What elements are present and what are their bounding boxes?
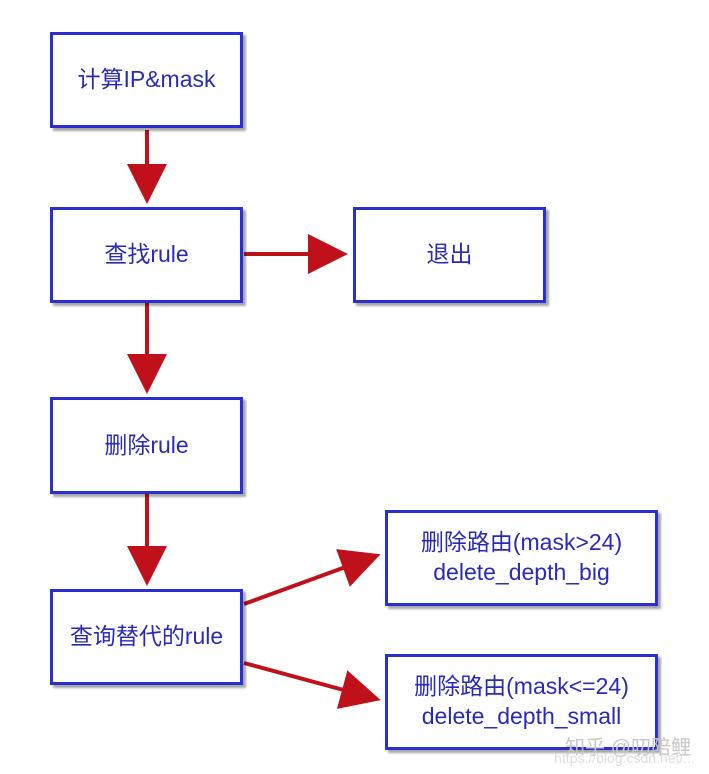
watermark-brand: 知乎 @叨陪鲤 bbox=[565, 737, 691, 759]
node-calc-label: 计算IP&mask bbox=[77, 66, 216, 93]
node-find-label: 查找rule bbox=[104, 241, 189, 268]
node-route-small-line1: 删除路由(mask<=24) bbox=[414, 673, 629, 700]
node-exit: 退出 bbox=[353, 207, 546, 303]
node-route-small-line2: delete_depth_small bbox=[421, 703, 622, 729]
node-query-label: 查询替代的rule bbox=[69, 623, 224, 650]
node-delete-rule: 删除rule bbox=[50, 397, 243, 494]
node-route-big-line1: 删除路由(mask>24) bbox=[420, 529, 623, 556]
node-exit-label: 退出 bbox=[426, 241, 473, 268]
arrow-query-to-route-small bbox=[243, 661, 381, 709]
node-calc-ip-mask: 计算IP&mask bbox=[50, 32, 243, 128]
node-find-rule: 查找rule bbox=[50, 207, 243, 303]
node-delete-route-big: 删除路由(mask>24) delete_depth_big bbox=[385, 510, 658, 606]
node-delete-route-small: 删除路由(mask<=24) delete_depth_small bbox=[385, 654, 658, 750]
node-route-big-line2: delete_depth_big bbox=[433, 559, 610, 585]
arrow-query-to-route-big bbox=[243, 549, 381, 606]
node-delete-label: 删除rule bbox=[104, 431, 189, 458]
node-query-replacement-rule: 查询替代的rule bbox=[50, 589, 243, 685]
watermark-url: https://blog.csdn.net/... bbox=[554, 750, 695, 766]
